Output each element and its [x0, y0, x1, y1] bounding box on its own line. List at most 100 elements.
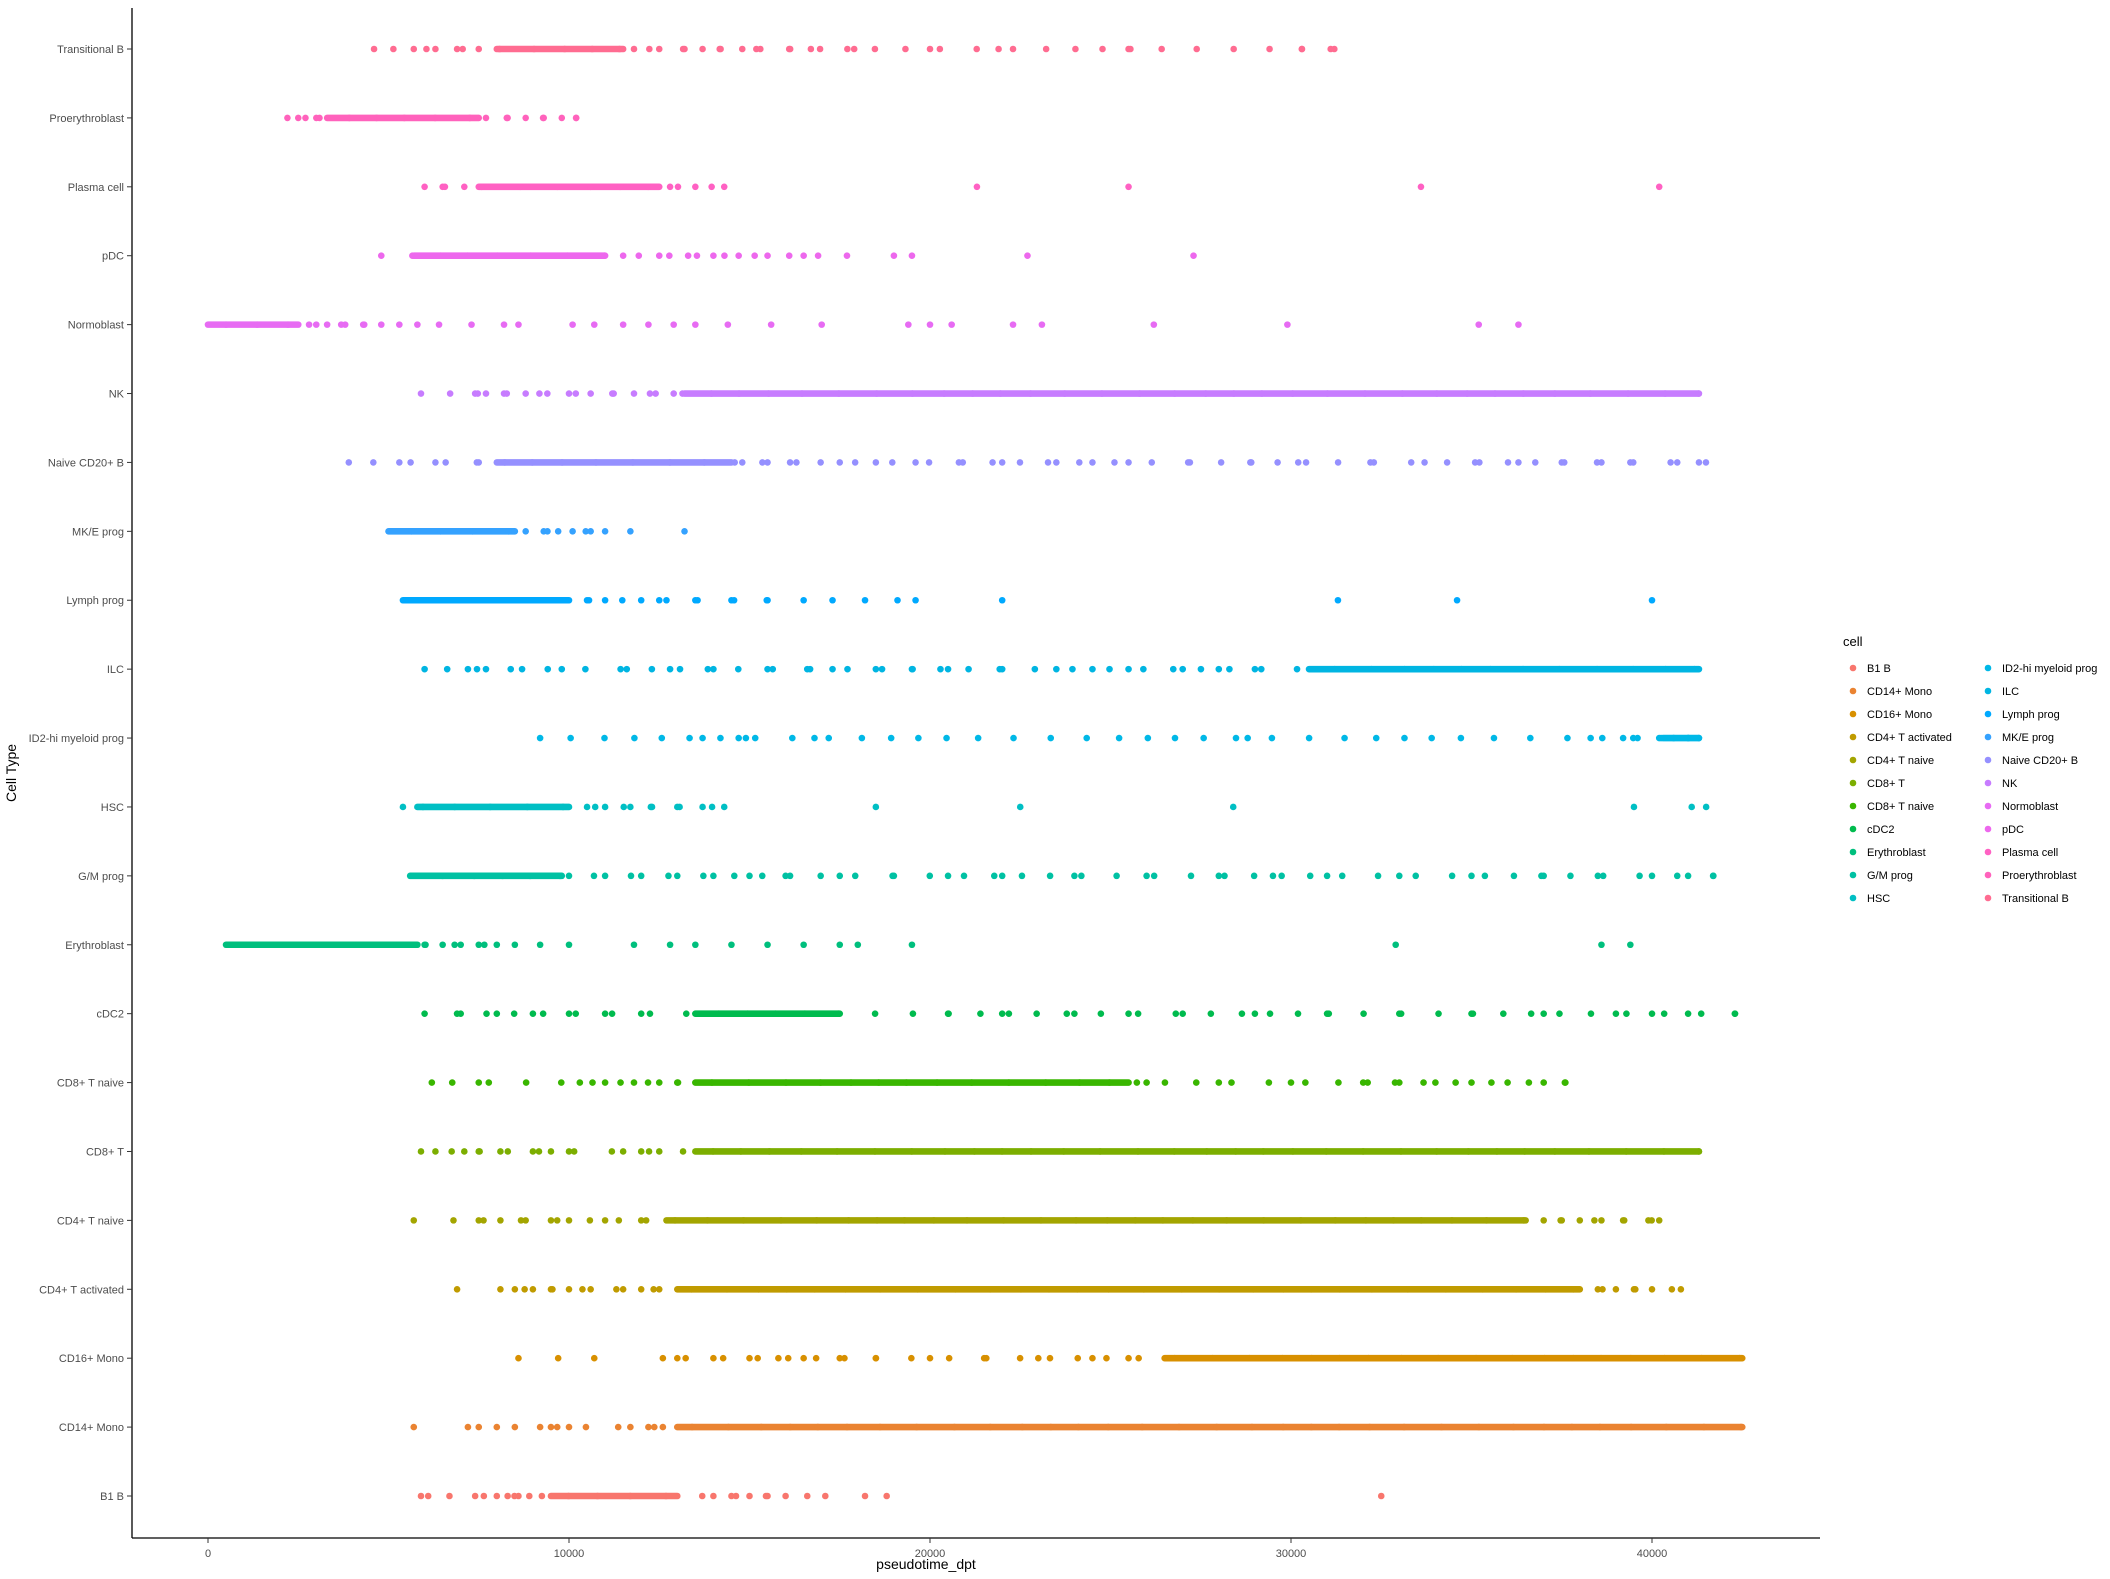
data-point — [475, 45, 483, 53]
data-point — [737, 1148, 745, 1155]
data-point — [1016, 459, 1024, 466]
data-point — [679, 390, 686, 397]
data-point — [871, 45, 879, 53]
data-point — [1401, 734, 1408, 742]
legend-key — [1984, 664, 1992, 672]
data-point — [926, 872, 934, 880]
data-point — [616, 183, 624, 191]
data-point — [1099, 45, 1106, 53]
legend-label: HSC — [1867, 893, 1890, 905]
data-point — [719, 1354, 727, 1362]
data-point — [1103, 1217, 1111, 1224]
data-point — [829, 596, 836, 604]
data-point — [817, 872, 824, 880]
data-point — [841, 1354, 848, 1362]
data-point — [1593, 459, 1601, 466]
data-point — [435, 321, 443, 328]
data-point — [767, 321, 775, 328]
data-point — [843, 252, 851, 260]
data-point — [482, 390, 490, 397]
data-point — [1017, 1285, 1025, 1293]
data-point — [723, 1285, 731, 1293]
data-point — [493, 1010, 501, 1017]
data-point — [451, 803, 458, 811]
data-point — [522, 1079, 530, 1086]
data-point — [646, 45, 653, 53]
data-point — [1677, 1285, 1685, 1293]
data-point — [396, 459, 403, 466]
data-point — [1475, 1423, 1483, 1431]
data-point — [1171, 1354, 1179, 1362]
data-point — [1397, 1148, 1405, 1155]
data-point — [323, 321, 331, 328]
data-point — [627, 803, 634, 811]
data-point — [1700, 1423, 1708, 1431]
data-point — [544, 390, 551, 397]
series-b1-b — [417, 1492, 1385, 1500]
data-point — [772, 1010, 779, 1017]
legend-title: cell — [1843, 634, 1863, 649]
data-point — [1364, 1079, 1371, 1086]
data-point — [1035, 1354, 1042, 1362]
x-tick-label: 30000 — [1276, 1548, 1307, 1560]
data-point — [655, 1079, 663, 1086]
data-point — [337, 321, 345, 328]
legend-label: MK/E prog — [2002, 732, 2054, 744]
data-point — [769, 665, 777, 673]
data-point — [518, 665, 526, 673]
data-point — [798, 390, 806, 397]
data-point — [720, 183, 728, 191]
data-point — [800, 596, 807, 604]
data-point — [504, 1492, 511, 1500]
data-point — [753, 45, 760, 53]
data-point — [872, 803, 880, 811]
data-point — [943, 734, 950, 742]
data-point — [1134, 1010, 1142, 1017]
data-point — [1417, 183, 1425, 191]
data-point — [1159, 1217, 1167, 1224]
data-point — [1260, 1148, 1267, 1155]
y-tick-label: Proerythroblast — [49, 113, 124, 125]
data-point — [544, 528, 551, 535]
data-point — [1289, 390, 1296, 397]
data-point — [1627, 1423, 1635, 1431]
data-point — [872, 665, 880, 673]
legend-label: Proerythroblast — [2002, 870, 2077, 882]
data-point — [912, 459, 919, 466]
data-point — [1131, 1217, 1139, 1224]
data-point — [529, 1010, 537, 1017]
data-point — [728, 1492, 735, 1500]
data-point — [1293, 665, 1301, 673]
data-point — [1325, 1010, 1333, 1017]
data-point — [526, 872, 534, 880]
data-point — [1335, 1079, 1342, 1086]
data-point — [630, 941, 638, 949]
data-point — [511, 941, 519, 949]
data-point — [647, 803, 655, 811]
data-point — [655, 596, 663, 604]
data-point — [818, 321, 825, 328]
data-point — [1520, 1217, 1528, 1224]
data-point — [572, 1010, 580, 1017]
data-point — [465, 596, 472, 604]
data-point — [1448, 1217, 1456, 1224]
data-point — [1098, 390, 1106, 397]
data-point — [565, 1217, 573, 1224]
data-point — [871, 1148, 879, 1155]
data-point — [1097, 1010, 1105, 1017]
data-point — [1213, 1423, 1221, 1431]
data-point — [1197, 665, 1205, 673]
series-mk-e-prog — [385, 528, 688, 535]
data-point — [1042, 45, 1050, 53]
data-point — [642, 1217, 650, 1224]
data-point — [1374, 872, 1382, 880]
data-point — [659, 1354, 667, 1362]
y-tick-label: CD4+ T activated — [39, 1284, 124, 1296]
series-lymph-prog — [399, 596, 1656, 604]
data-point — [1685, 734, 1692, 742]
data-point — [836, 941, 844, 949]
y-tick-label: CD14+ Mono — [59, 1422, 124, 1434]
data-point — [1172, 1010, 1180, 1017]
